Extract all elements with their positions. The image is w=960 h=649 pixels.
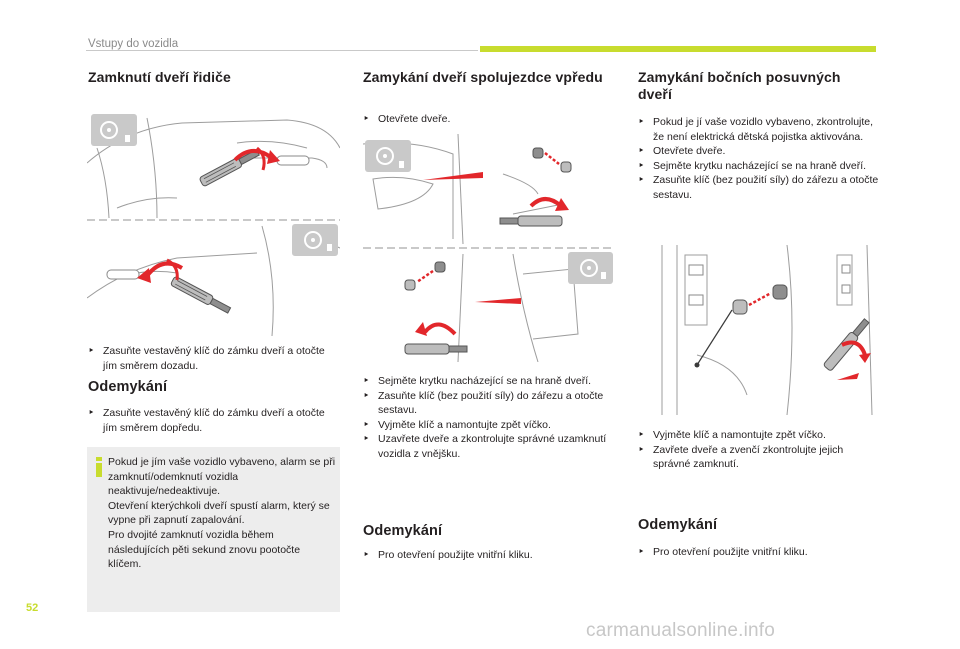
steering-wheel-icon [568, 252, 613, 284]
rotate-arrow-icon [423, 322, 457, 336]
rotate-arrow-icon [233, 149, 274, 162]
sliding-door-lock-heading: Zamykání bočních posuvných dveří [638, 69, 841, 102]
list-item: Sejměte krytku nacházející se na hraně d… [638, 159, 883, 174]
info-icon [96, 457, 102, 477]
passenger-door-lock-heading: Zamykání dveří spolujezdce vpředu [363, 69, 603, 85]
list-item: Uzavřete dveře a zkontrolujte správné uz… [363, 432, 608, 461]
passenger-unlock-heading: Odemykání [363, 523, 443, 539]
driver-lock-steps: Zasuňte vestavěný klíč do zámku dveří a … [88, 344, 338, 373]
driver-unlock-steps: Zasuňte vestavěný klíč do zámku dveří a … [88, 406, 338, 435]
passenger-lock-steps: Sejměte krytku nacházející se na hraně d… [363, 374, 608, 462]
key-icon [404, 343, 468, 355]
passenger-door-illustration [363, 134, 615, 362]
sliding-unlock-steps: Pro otevření použijte vnitřní kliku. [638, 545, 883, 560]
rotate-arrow-icon [529, 197, 563, 208]
list-item: Pro otevření použijte vnitřní kliku. [638, 545, 883, 560]
section-title: Vstupy do vozidla [88, 38, 179, 50]
info-text: Pokud je jím vaše vozidlo vybaveno, alar… [108, 456, 336, 571]
list-item: Zasuňte vestavěný klíč do zámku dveří a … [88, 344, 338, 373]
list-item: Zasuňte klíč (bez použití síly) do zářez… [638, 173, 883, 202]
list-item: Zavřete dveře a zvenčí zkontrolujte jeji… [638, 443, 883, 472]
passenger-unlock-steps: Pro otevření použijte vnitřní kliku. [363, 548, 608, 563]
watermark: carmanualsonline.info [586, 620, 776, 641]
list-item: Otevřete dveře. [363, 112, 603, 127]
list-item: Otevřete dveře. [638, 144, 883, 159]
header-accent-bar [480, 46, 876, 52]
sliding-lock-steps: Vyjměte klíč a namontujte zpět víčko. Za… [638, 428, 883, 472]
sliding-door-illustration [637, 245, 890, 415]
driver-door-lock-heading: Zamknutí dveří řidiče [88, 69, 231, 85]
list-item: Vyjměte klíč a namontujte zpět víčko. [638, 428, 883, 443]
rotate-arrow-icon [841, 340, 867, 356]
steering-wheel-icon [292, 224, 338, 256]
header-divider [86, 50, 478, 51]
list-item: Zasuňte vestavěný klíč do zámku dveří a … [88, 406, 338, 435]
page-number: 52 [26, 602, 39, 614]
steering-wheel-icon [91, 114, 137, 146]
list-item: Pokud je jí vaše vozidlo vybaveno, zkont… [638, 115, 883, 144]
info-box: Pokud je jím vaše vozidlo vybaveno, alar… [87, 447, 340, 612]
key-icon [199, 149, 260, 187]
driver-unlock-heading: Odemykání [88, 379, 168, 395]
sliding-unlock-heading: Odemykání [638, 517, 718, 533]
key-icon [170, 276, 232, 314]
list-item: Pro otevření použijte vnitřní kliku. [363, 548, 608, 563]
steering-wheel-icon [365, 140, 411, 172]
key-icon [499, 215, 563, 227]
list-item: Zasuňte klíč (bez použití síly) do zářez… [363, 389, 608, 418]
driver-door-illustration [87, 108, 340, 336]
list-item: Vyjměte klíč a namontujte zpět víčko. [363, 418, 608, 433]
list-item: Sejměte krytku nacházející se na hraně d… [363, 374, 608, 389]
sliding-pre-steps: Pokud je jí vaše vozidlo vybaveno, zkont… [638, 115, 883, 203]
passenger-pre-steps: Otevřete dveře. [363, 112, 603, 127]
